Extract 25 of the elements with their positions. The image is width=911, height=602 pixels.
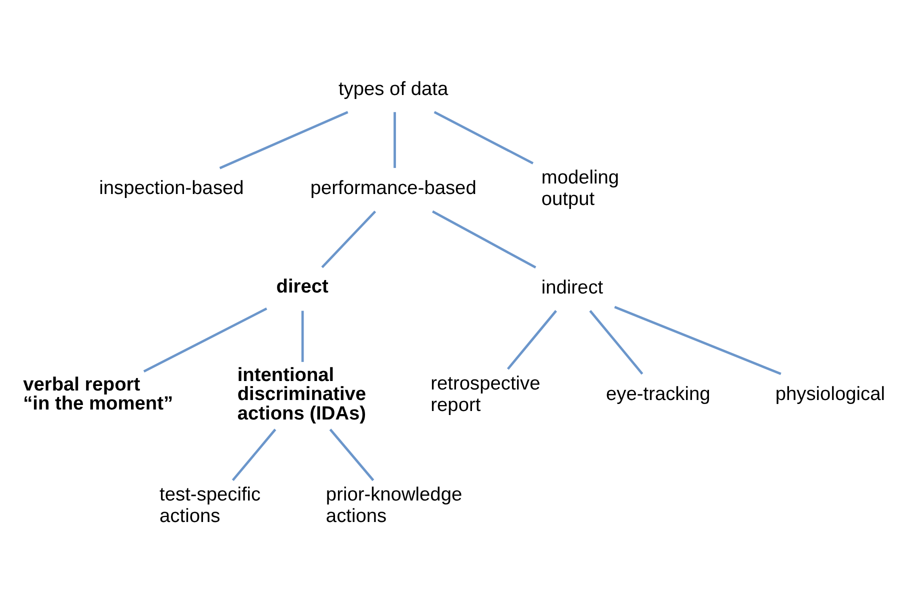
- connector: [301, 310, 304, 362]
- node-text: retrospective report: [430, 373, 540, 416]
- connector: [143, 308, 268, 372]
- connector: [219, 111, 348, 170]
- node-text: inspection-based: [99, 178, 244, 200]
- connector: [321, 210, 376, 268]
- connector: [589, 310, 644, 375]
- connector: [232, 428, 276, 482]
- node-text: direct: [276, 276, 328, 298]
- node-text: performance-based: [310, 178, 476, 200]
- node-text: intentional discriminative actions (IDAs): [237, 364, 366, 424]
- node-text: verbal report “in the moment”: [23, 374, 174, 415]
- node-text: indirect: [541, 278, 604, 299]
- connector: [432, 210, 536, 269]
- connector: [614, 306, 782, 376]
- node-text: prior-knowledge actions: [326, 484, 462, 528]
- node-text: test-specific actions: [160, 484, 261, 528]
- node-text: modeling output: [541, 167, 620, 210]
- node-text: types of data: [338, 78, 448, 100]
- connector: [434, 111, 534, 164]
- node-text: eye-tracking: [606, 384, 710, 406]
- connector: [506, 310, 557, 370]
- connector: [329, 428, 374, 482]
- node-text: physiological: [775, 384, 885, 406]
- connector: [394, 112, 396, 168]
